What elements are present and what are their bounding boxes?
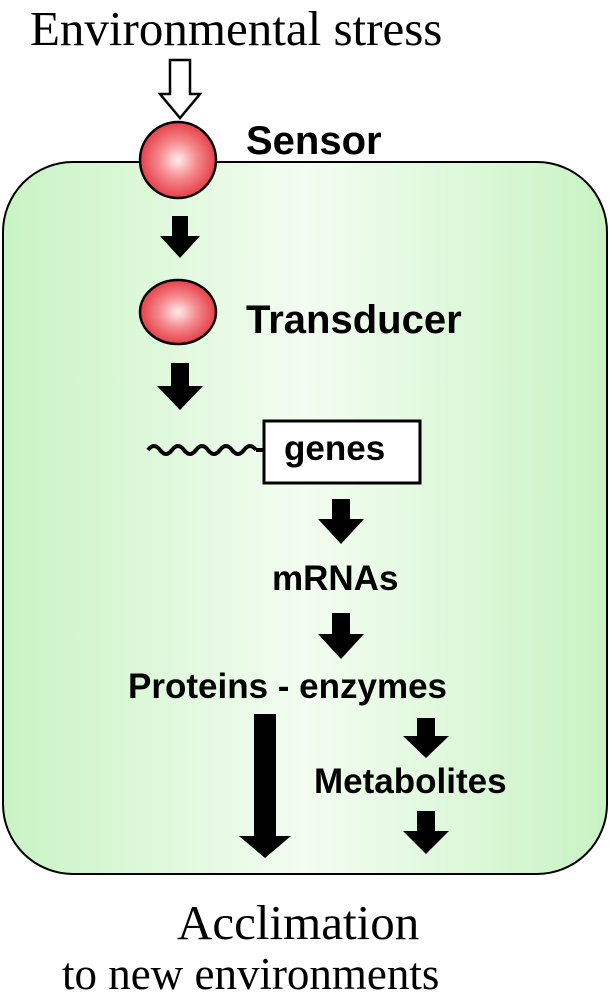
arrow-sensor-to-transducer-icon: [160, 216, 200, 258]
promoter-squiggle-icon: [146, 444, 258, 456]
sensor-node: [138, 120, 218, 200]
stress-arrow-icon: [157, 58, 203, 120]
environmental-stress-label: Environmental stress: [30, 1, 443, 56]
proteins-enzymes-label: Proteins - enzymes: [128, 667, 447, 706]
arrow-mrnas-to-proteins-icon: [318, 613, 364, 659]
genes-label: genes: [284, 429, 386, 468]
arrow-transducer-to-genes-icon: [157, 363, 203, 410]
acclimation-label: Acclimation: [177, 895, 420, 950]
sensor-label: Sensor: [246, 119, 382, 163]
arrow-proteins-to-acclimation-icon: [239, 714, 291, 858]
arrow-metabolites-to-acclimation-icon: [403, 811, 449, 854]
cell-compartment: [2, 161, 608, 875]
transducer-node: [138, 278, 218, 346]
mrnas-label: mRNAs: [272, 559, 399, 598]
metabolites-label: Metabolites: [314, 762, 507, 801]
new-environments-label: to new environments: [62, 949, 440, 999]
genes-box: [262, 419, 422, 485]
arrow-genes-to-mrnas-icon: [318, 499, 364, 544]
transducer-label: Transducer: [246, 298, 462, 342]
arrow-proteins-to-metabolites-icon: [403, 718, 449, 758]
